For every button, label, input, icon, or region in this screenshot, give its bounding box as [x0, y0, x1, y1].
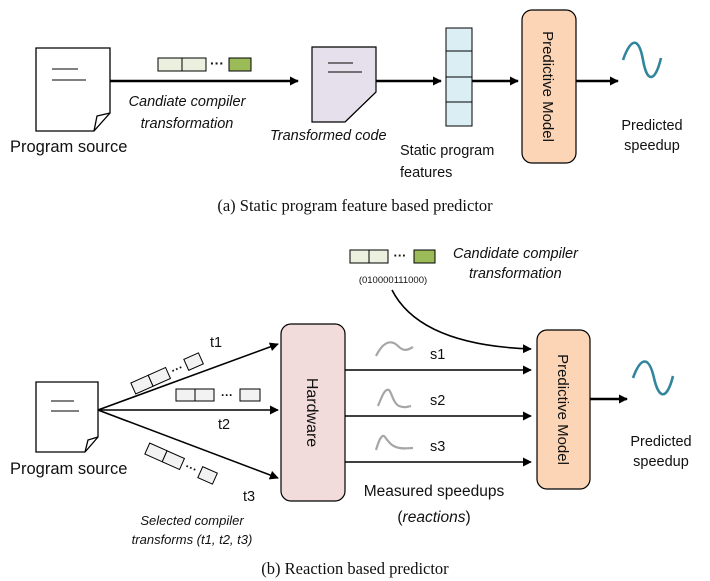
program-source-document-icon — [35, 47, 111, 132]
panel-b: ··· (010000111000) Candidate compiler tr… — [10, 246, 692, 578]
svg-text:···: ··· — [221, 388, 233, 402]
arrow-source-to-hardware-t1 — [97, 342, 279, 411]
static-features-label-line1: Static program — [400, 143, 494, 159]
reaction-curve-s2-icon — [376, 388, 412, 409]
transformation-gene-strip-a: ··· — [157, 55, 252, 72]
predictive-model-box-a — [521, 9, 577, 164]
selected-transforms-label-line2: transforms (t1, t2, t3) — [132, 532, 253, 547]
arrow-source-to-hardware-t3 — [97, 409, 279, 480]
s2-label: s2 — [430, 393, 445, 409]
gene-ellipsis-a: ··· — [210, 55, 224, 71]
transformed-code-document-icon — [311, 46, 377, 123]
t3-label: t3 — [243, 489, 255, 505]
gene-ellipsis-b: ··· — [394, 248, 407, 263]
measured-reactions-word: reactions — [403, 509, 466, 526]
program-source-label-b: Program source — [10, 460, 127, 478]
predicted-speedup-label-b-line1: Predicted — [630, 434, 691, 450]
panel-a: Program source ··· Candiate compiler tra… — [10, 9, 683, 215]
selected-transforms-label-line1: Selected compiler — [140, 513, 244, 528]
transform-strip-t1: ··· — [130, 352, 204, 395]
transform-strip-t2: ··· — [175, 388, 261, 402]
arrow-candidate-to-model — [391, 289, 532, 354]
t1-label: t1 — [210, 335, 222, 351]
measured-close-paren: ) — [465, 509, 470, 526]
svg-text:···: ··· — [183, 459, 200, 477]
candidate-gene-strip-b: ··· — [349, 248, 436, 264]
predictive-model-box-b — [536, 329, 591, 490]
measured-open-paren: ( — [397, 509, 403, 526]
caption-a: (a) Static program feature based predict… — [217, 196, 493, 215]
s1-label: s1 — [430, 347, 445, 363]
measured-speedups-label-line2: (reactions) — [397, 509, 470, 526]
predicted-speedup-label-a-line2: speedup — [624, 138, 680, 154]
candidate-code-label: (010000111000) — [359, 275, 427, 286]
transformation-label-a-line2: transformation — [141, 116, 234, 132]
measured-speedups-label-line1: Measured speedups — [364, 483, 505, 500]
t2-label: t2 — [218, 417, 230, 433]
predicted-speedup-label-a-line1: Predicted — [621, 118, 682, 134]
predicted-speedup-label-b-line2: speedup — [633, 454, 689, 470]
candidate-label-line2: transformation — [469, 266, 562, 282]
reaction-curve-s1-icon — [375, 341, 414, 357]
program-source-label-a: Program source — [10, 138, 127, 156]
s3-label: s3 — [430, 439, 445, 455]
predicted-speedup-wave-icon-a — [621, 41, 663, 79]
candidate-label-line1: Candidate compiler — [453, 246, 579, 262]
static-feature-vector — [445, 27, 473, 127]
static-features-label-line2: features — [400, 165, 452, 181]
transformed-code-label: Transformed code — [270, 128, 387, 144]
reaction-curve-s3-icon — [374, 434, 414, 451]
predictive-model-label-a: Predictive Model — [539, 31, 556, 142]
predictive-model-label-b: Predictive Model — [554, 354, 571, 465]
caption-b: (b) Reaction based predictor — [261, 559, 449, 578]
transformation-label-a-line1: Candiate compiler — [129, 94, 247, 110]
svg-text:···: ··· — [169, 360, 186, 378]
predicted-speedup-wave-icon-b — [631, 360, 675, 396]
program-source-document-icon-b — [35, 381, 99, 453]
hardware-box — [280, 323, 346, 502]
transform-strip-t3: ··· — [144, 442, 218, 485]
hardware-label: Hardware — [303, 378, 320, 447]
